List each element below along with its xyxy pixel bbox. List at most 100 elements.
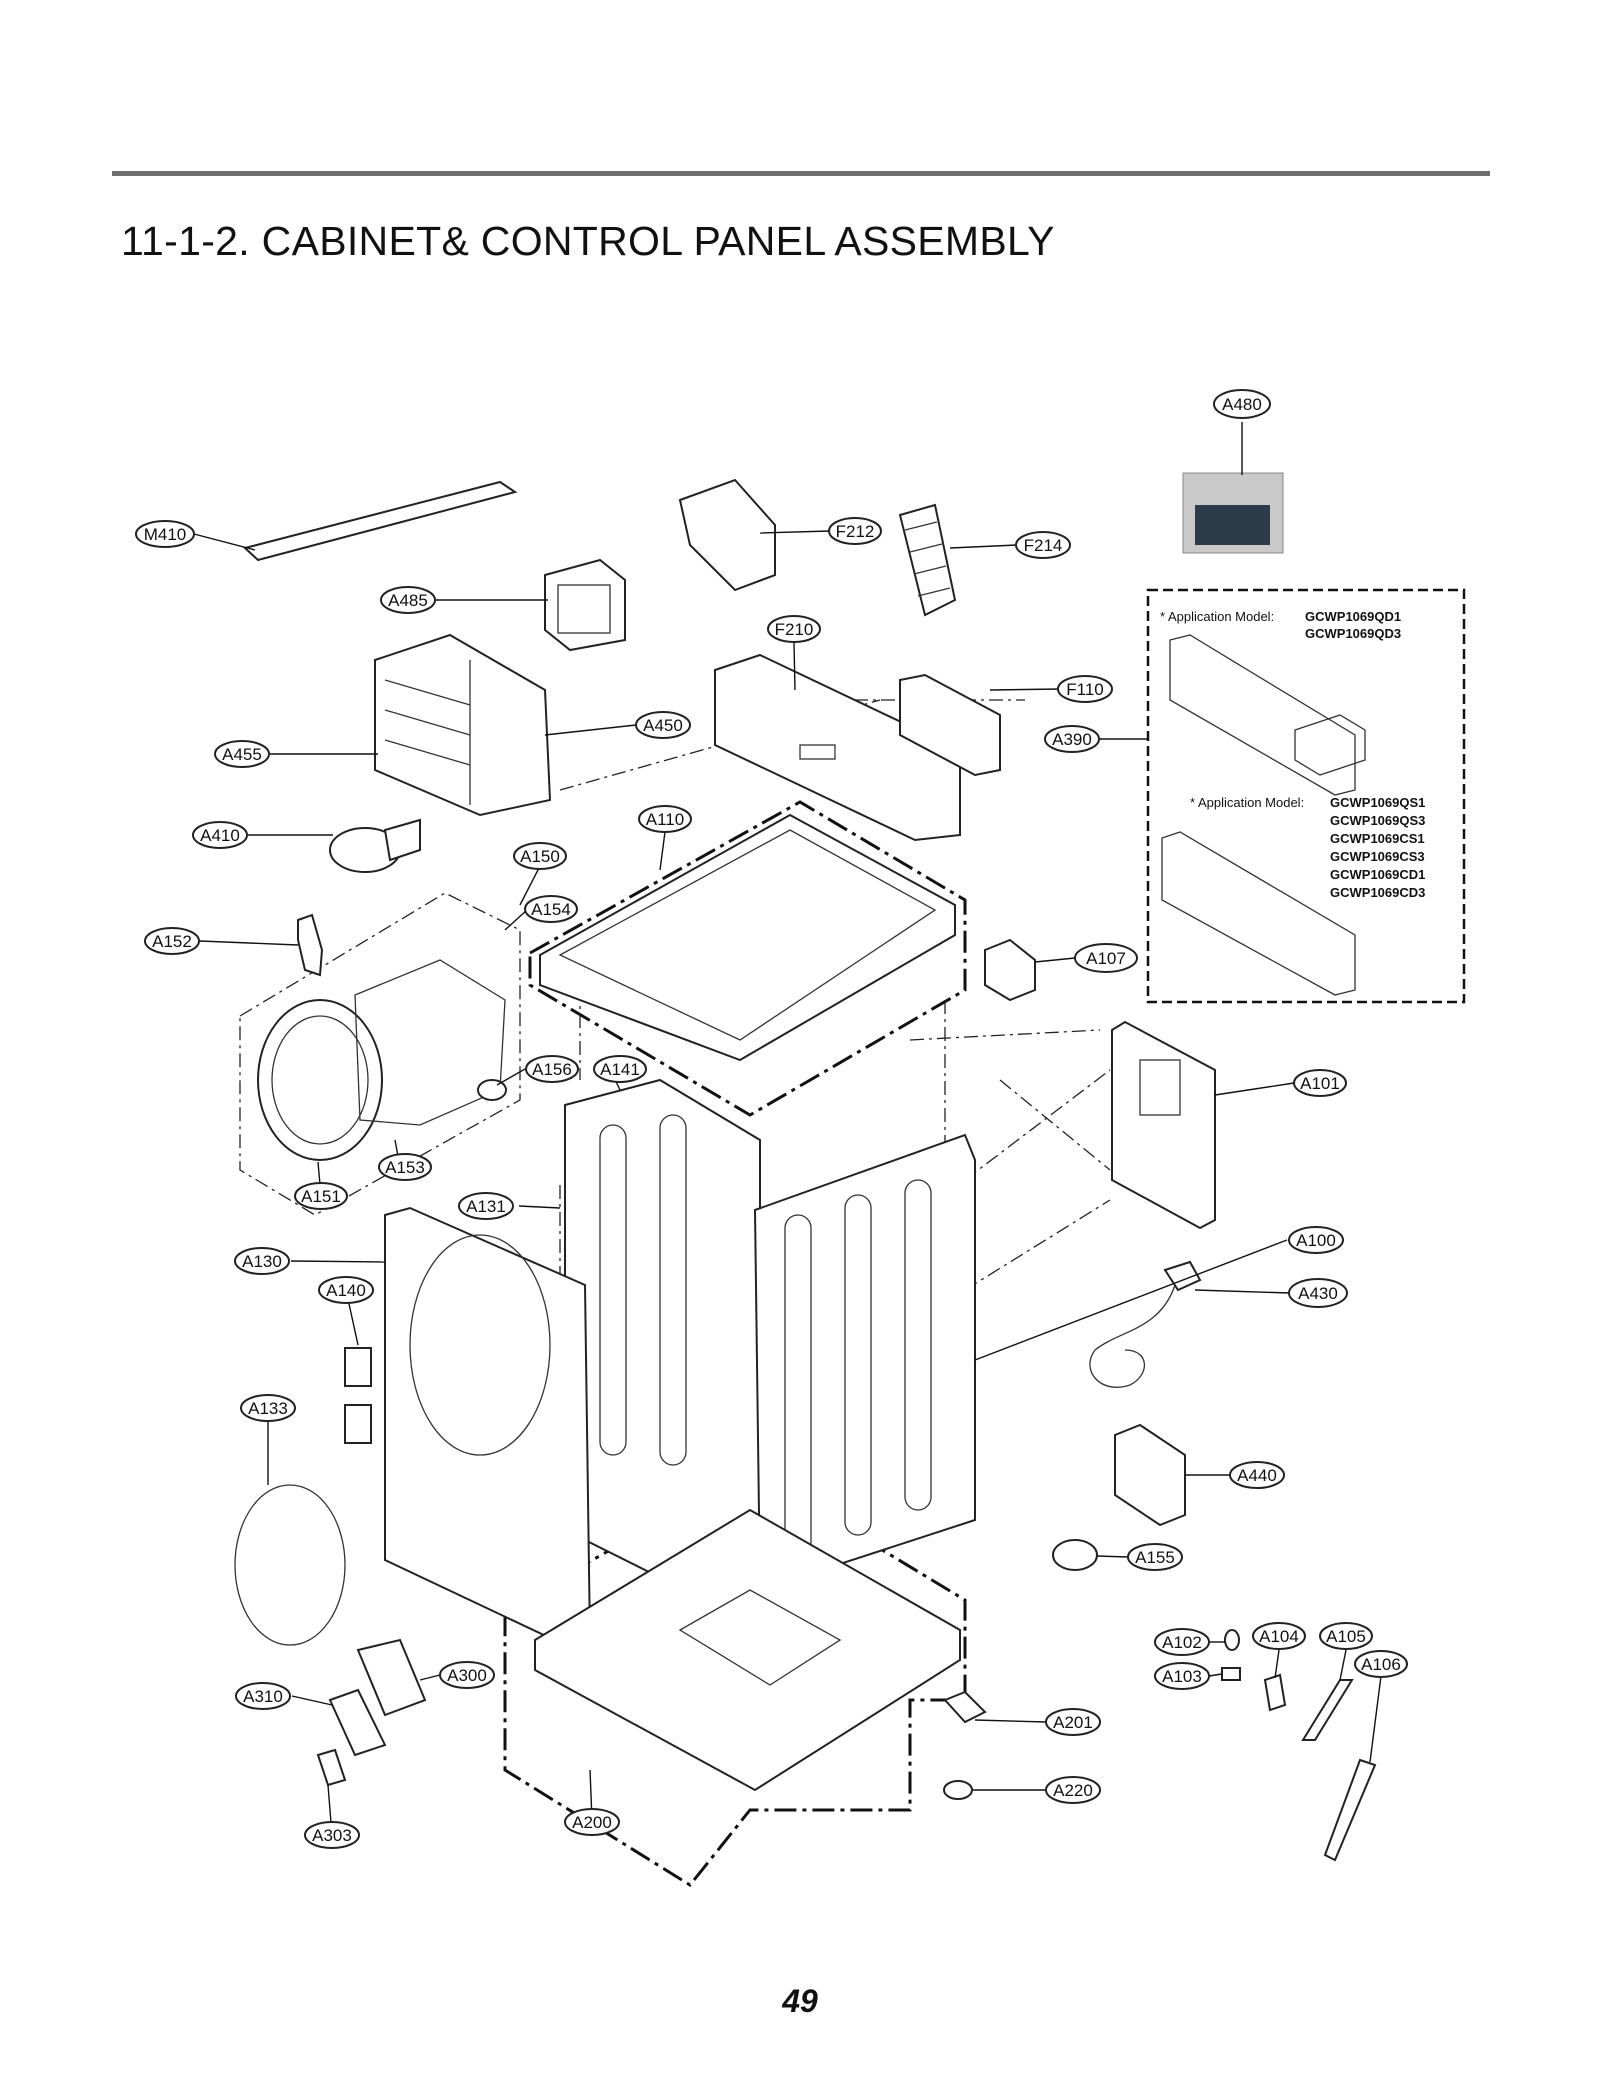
a310-frame-part (328, 1688, 387, 1757)
a140-hinge-lower-part (344, 1404, 372, 1444)
a201-bracket-part (943, 1690, 987, 1724)
callout-f212: F212 (828, 517, 882, 545)
svg-text:A105: A105 (1326, 1627, 1366, 1646)
a410-pump-bracket (383, 818, 421, 862)
a485-screen (557, 584, 611, 634)
app-model-label-1: * Application Model: (1160, 609, 1274, 624)
svg-text:A150: A150 (520, 847, 560, 866)
svg-text:A200: A200 (572, 1813, 612, 1832)
callout-a430: A430 (1288, 1278, 1348, 1308)
callout-a455: A455 (214, 740, 270, 768)
a110-top-plate-inner (558, 829, 937, 1041)
svg-text:A440: A440 (1237, 1466, 1277, 1485)
svg-text:A201: A201 (1053, 1713, 1093, 1732)
svg-text:A100: A100 (1296, 1231, 1336, 1250)
app-model-2-3: GCWP1069CS3 (1330, 849, 1425, 864)
a104-part (1263, 1673, 1287, 1712)
a105-part (1301, 1679, 1354, 1741)
a220-foot-part (943, 1780, 973, 1800)
callout-a102: A102 (1154, 1628, 1210, 1656)
top-panel-group-outline (528, 800, 967, 1117)
callout-f214: F214 (1015, 531, 1071, 559)
a390-variant-1-box (1294, 714, 1366, 776)
callout-a141: A141 (593, 1055, 647, 1083)
svg-text:A430: A430 (1298, 1284, 1338, 1303)
a156-lock-part (477, 1079, 507, 1101)
a130-front-panel-part (384, 1206, 592, 1647)
a430-power-cord-part (1089, 1284, 1176, 1388)
svg-text:A154: A154 (531, 900, 571, 919)
app-model-2-1: GCWP1069QS3 (1330, 813, 1425, 828)
svg-text:A155: A155 (1135, 1548, 1175, 1567)
callout-a450: A450 (635, 711, 691, 739)
svg-text:A410: A410 (200, 826, 240, 845)
callout-a140: A140 (318, 1276, 374, 1304)
callout-a107: A107 (1074, 943, 1138, 973)
callout-a300: A300 (439, 1661, 495, 1689)
a455-detail-lines (384, 660, 471, 805)
svg-text:A107: A107 (1086, 949, 1126, 968)
callout-a100: A100 (1288, 1226, 1344, 1254)
door-group-outline (239, 892, 521, 1216)
svg-text:A110: A110 (646, 810, 684, 829)
a106-heater-part (1323, 1758, 1377, 1862)
svg-text:A141: A141 (600, 1060, 640, 1079)
callout-a133: A133 (240, 1394, 296, 1422)
callout-a130: A130 (234, 1247, 290, 1275)
a141-cabinet-left-part (564, 1078, 761, 1582)
svg-text:M410: M410 (144, 525, 187, 544)
a300-door-part (356, 1638, 427, 1717)
a480-pcb-detail (1195, 505, 1270, 545)
svg-text:A103: A103 (1162, 1667, 1202, 1686)
a101-rear-cover-part (1111, 1020, 1216, 1230)
svg-text:A133: A133 (248, 1399, 288, 1418)
callout-a220: A220 (1045, 1776, 1101, 1804)
callout-a303: A303 (304, 1821, 360, 1849)
f212-dispenser-part (678, 478, 776, 592)
leader-lines (193, 422, 1382, 1836)
a485-display-part (544, 558, 626, 652)
callout-a154: A154 (524, 895, 578, 923)
a102-part (1224, 1629, 1240, 1651)
callout-a101: A101 (1293, 1069, 1347, 1097)
svg-text:A156: A156 (532, 1060, 572, 1079)
callout-a105: A105 (1319, 1622, 1373, 1650)
callout-a131: A131 (458, 1192, 514, 1220)
callout-a310: A310 (235, 1682, 291, 1710)
callout-a152: A152 (144, 927, 200, 955)
svg-text:A455: A455 (222, 745, 262, 764)
a101-cover-window (1139, 1059, 1181, 1116)
callout-a200: A200 (564, 1808, 620, 1836)
callout-a106: A106 (1354, 1650, 1408, 1678)
callout-a153: A153 (378, 1153, 432, 1181)
svg-text:A390: A390 (1052, 730, 1092, 749)
a133-wire-part (234, 1484, 346, 1646)
svg-text:A153: A153 (385, 1158, 425, 1177)
a151-door-part (257, 999, 383, 1161)
application-model-box (1146, 588, 1466, 1004)
app-model-1-0: GCWP1069QD1 (1305, 609, 1401, 624)
svg-text:A104: A104 (1259, 1627, 1299, 1646)
a390-panel-variant-2 (1161, 831, 1356, 996)
svg-text:A102: A102 (1162, 1633, 1202, 1652)
cabinet-ribs (599, 1114, 932, 1556)
callout-a440: A440 (1229, 1461, 1285, 1489)
page-number: 49 (782, 1983, 818, 2019)
callout-m410: M410 (135, 520, 195, 548)
callout-a150: A150 (513, 842, 567, 870)
a303-part (316, 1748, 347, 1787)
a200-base-opening (678, 1589, 842, 1686)
callout-a151: A151 (294, 1182, 348, 1210)
svg-text:A101: A101 (1300, 1074, 1340, 1093)
svg-text:A140: A140 (326, 1281, 366, 1300)
svg-text:A151: A151 (301, 1187, 341, 1206)
svg-text:F214: F214 (1024, 536, 1063, 555)
app-model-2-0: GCWP1069QS1 (1330, 795, 1425, 810)
svg-text:A485: A485 (388, 591, 428, 610)
callout-a155: A155 (1127, 1543, 1183, 1571)
svg-text:F110: F110 (1066, 680, 1104, 699)
callout-a110: A110 (638, 805, 692, 833)
m410-rail-part (242, 480, 518, 562)
page-title: 11-1-2. CABINET& CONTROL PANEL ASSEMBLY (121, 218, 1055, 264)
svg-text:A310: A310 (243, 1687, 283, 1706)
